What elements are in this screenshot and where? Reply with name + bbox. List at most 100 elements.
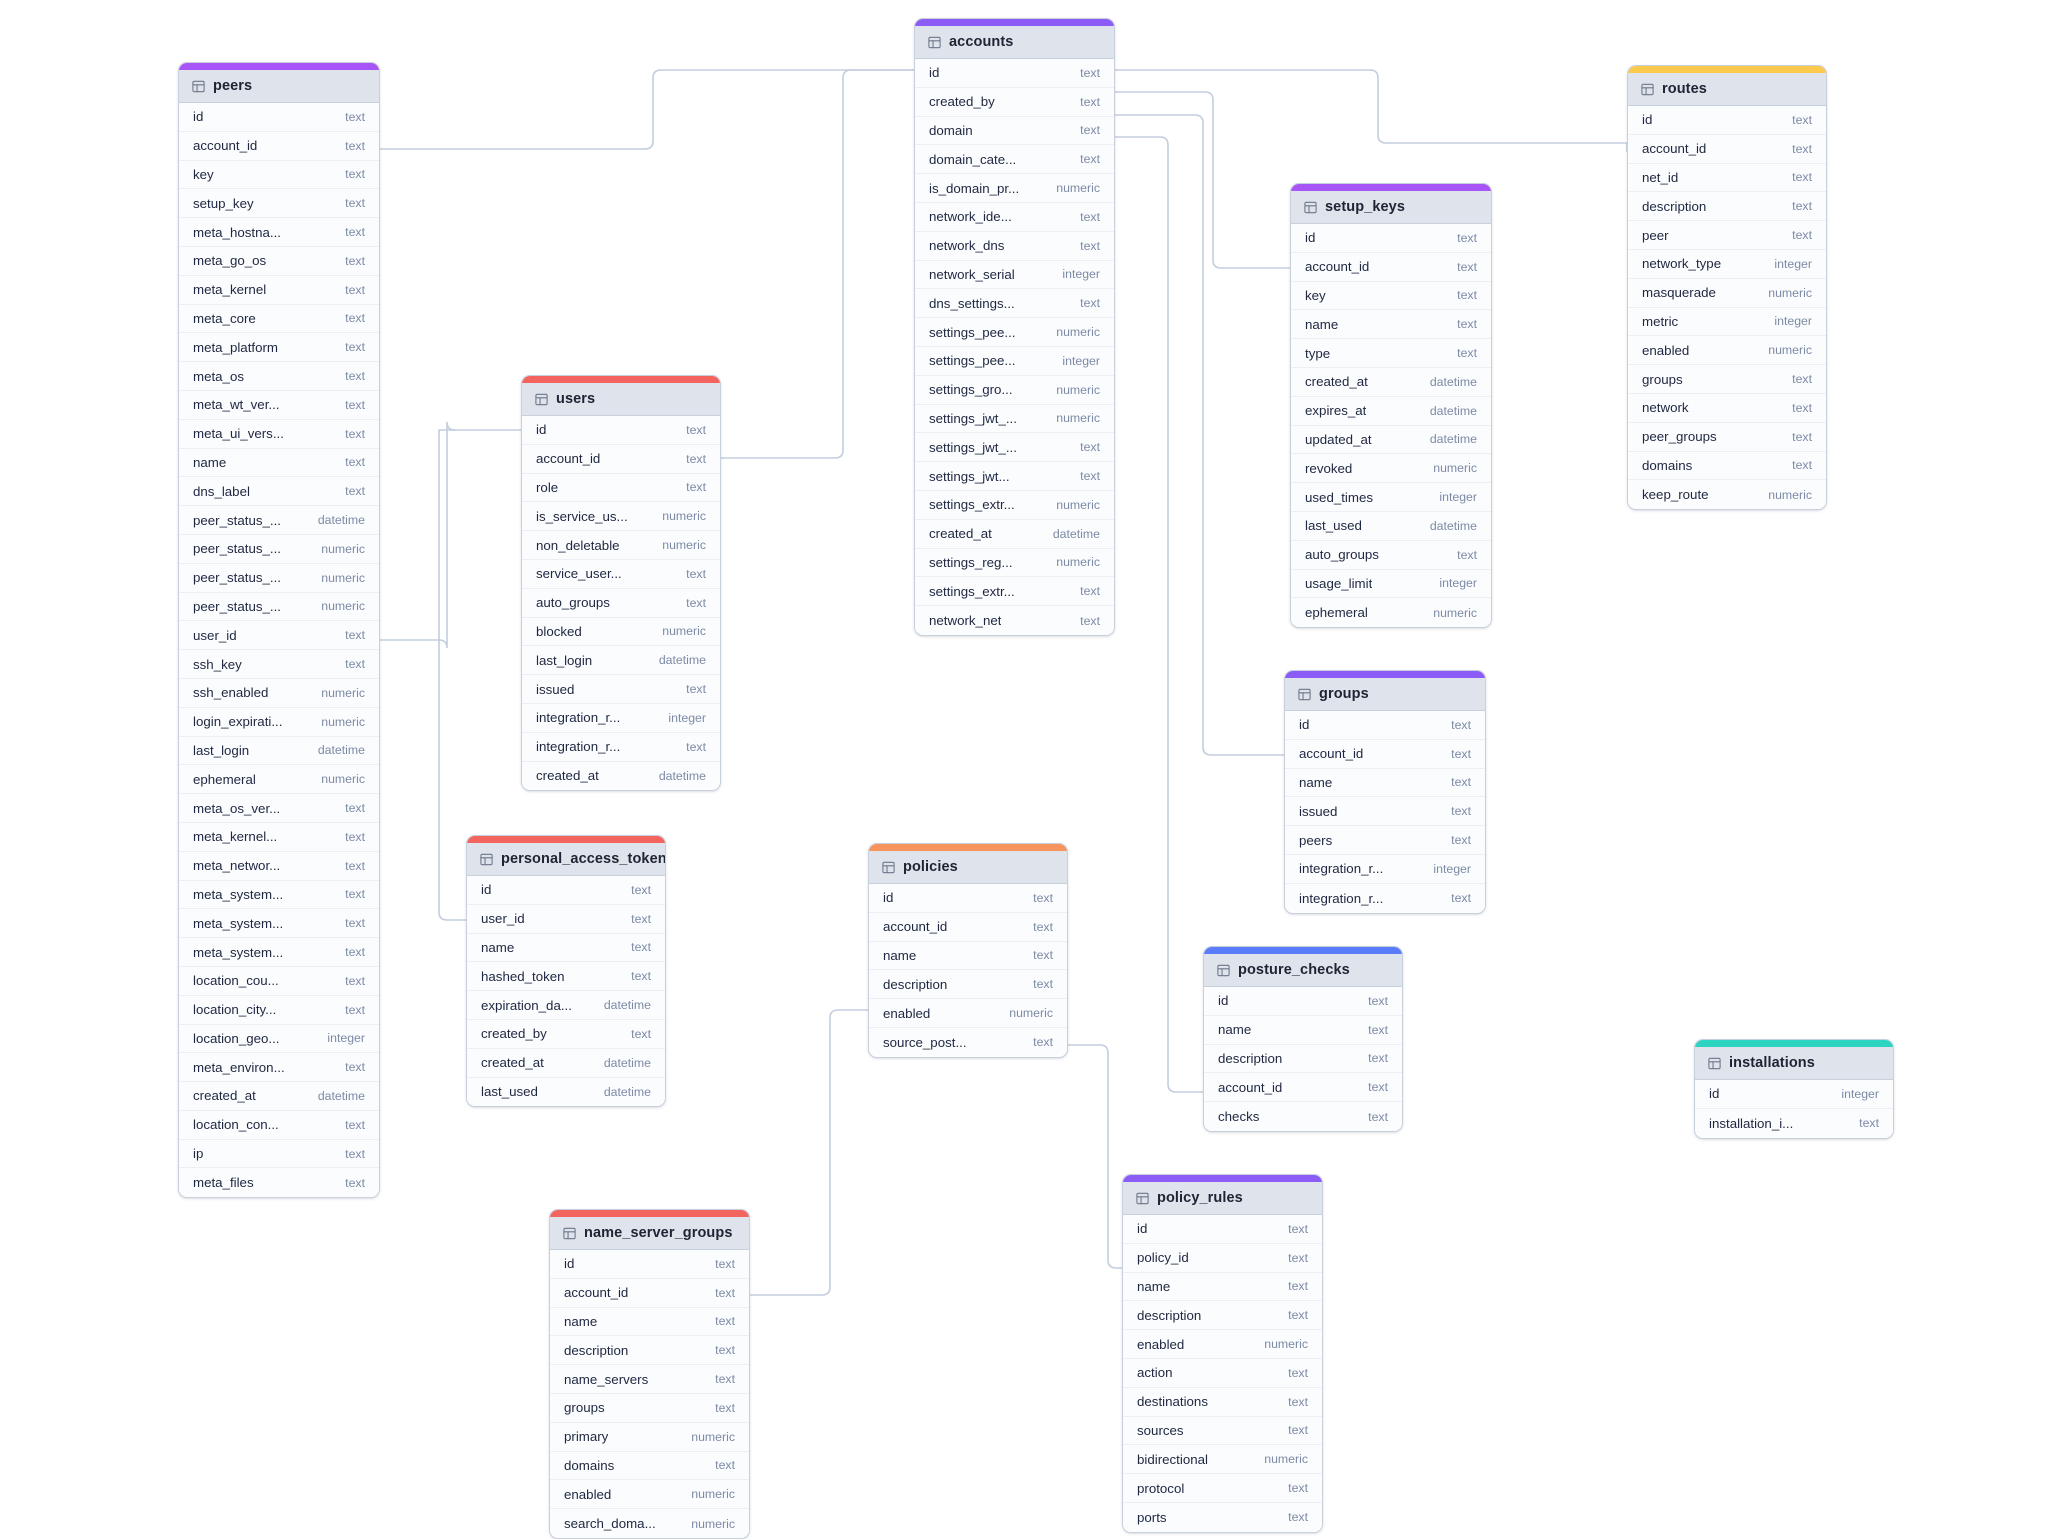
- table-column-row[interactable]: login_expirati...numeric: [179, 707, 379, 737]
- table-column-row[interactable]: settings_jwt_...text: [915, 433, 1114, 463]
- table-column-row[interactable]: meta_environ...text: [179, 1053, 379, 1083]
- table-column-row[interactable]: domain_cate...text: [915, 145, 1114, 175]
- table-column-row[interactable]: settings_gro...numeric: [915, 375, 1114, 405]
- table-column-row[interactable]: installation_i...text: [1695, 1108, 1893, 1138]
- table-column-row[interactable]: peer_status_...numeric: [179, 592, 379, 622]
- table-header[interactable]: users: [522, 383, 720, 416]
- table-column-row[interactable]: location_cou...text: [179, 966, 379, 996]
- table-column-row[interactable]: search_doma...numeric: [550, 1509, 749, 1538]
- table-header[interactable]: name_server_groups: [550, 1217, 749, 1250]
- table-column-row[interactable]: service_user...text: [522, 559, 720, 589]
- table-column-row[interactable]: peer_status_...numeric: [179, 563, 379, 593]
- table-header[interactable]: groups: [1285, 678, 1485, 711]
- table-column-row[interactable]: settings_jwt_...numeric: [915, 404, 1114, 434]
- table-column-row[interactable]: meta_wt_ver...text: [179, 390, 379, 420]
- table-column-row[interactable]: meta_system...text: [179, 938, 379, 967]
- table-column-row[interactable]: meta_networ...text: [179, 851, 379, 881]
- table-column-row[interactable]: peer_status_...numeric: [179, 534, 379, 564]
- table-column-row[interactable]: location_con...text: [179, 1110, 379, 1140]
- table-column-row[interactable]: settings_pee...integer: [915, 346, 1114, 376]
- table-column-row[interactable]: integration_r...text: [522, 732, 720, 762]
- table-header[interactable]: policies: [869, 851, 1067, 884]
- table-column-row[interactable]: integration_r...text: [1285, 883, 1485, 913]
- table-column-row[interactable]: settings_reg...numeric: [915, 548, 1114, 578]
- table-column-row[interactable]: settings_jwt...text: [915, 462, 1114, 491]
